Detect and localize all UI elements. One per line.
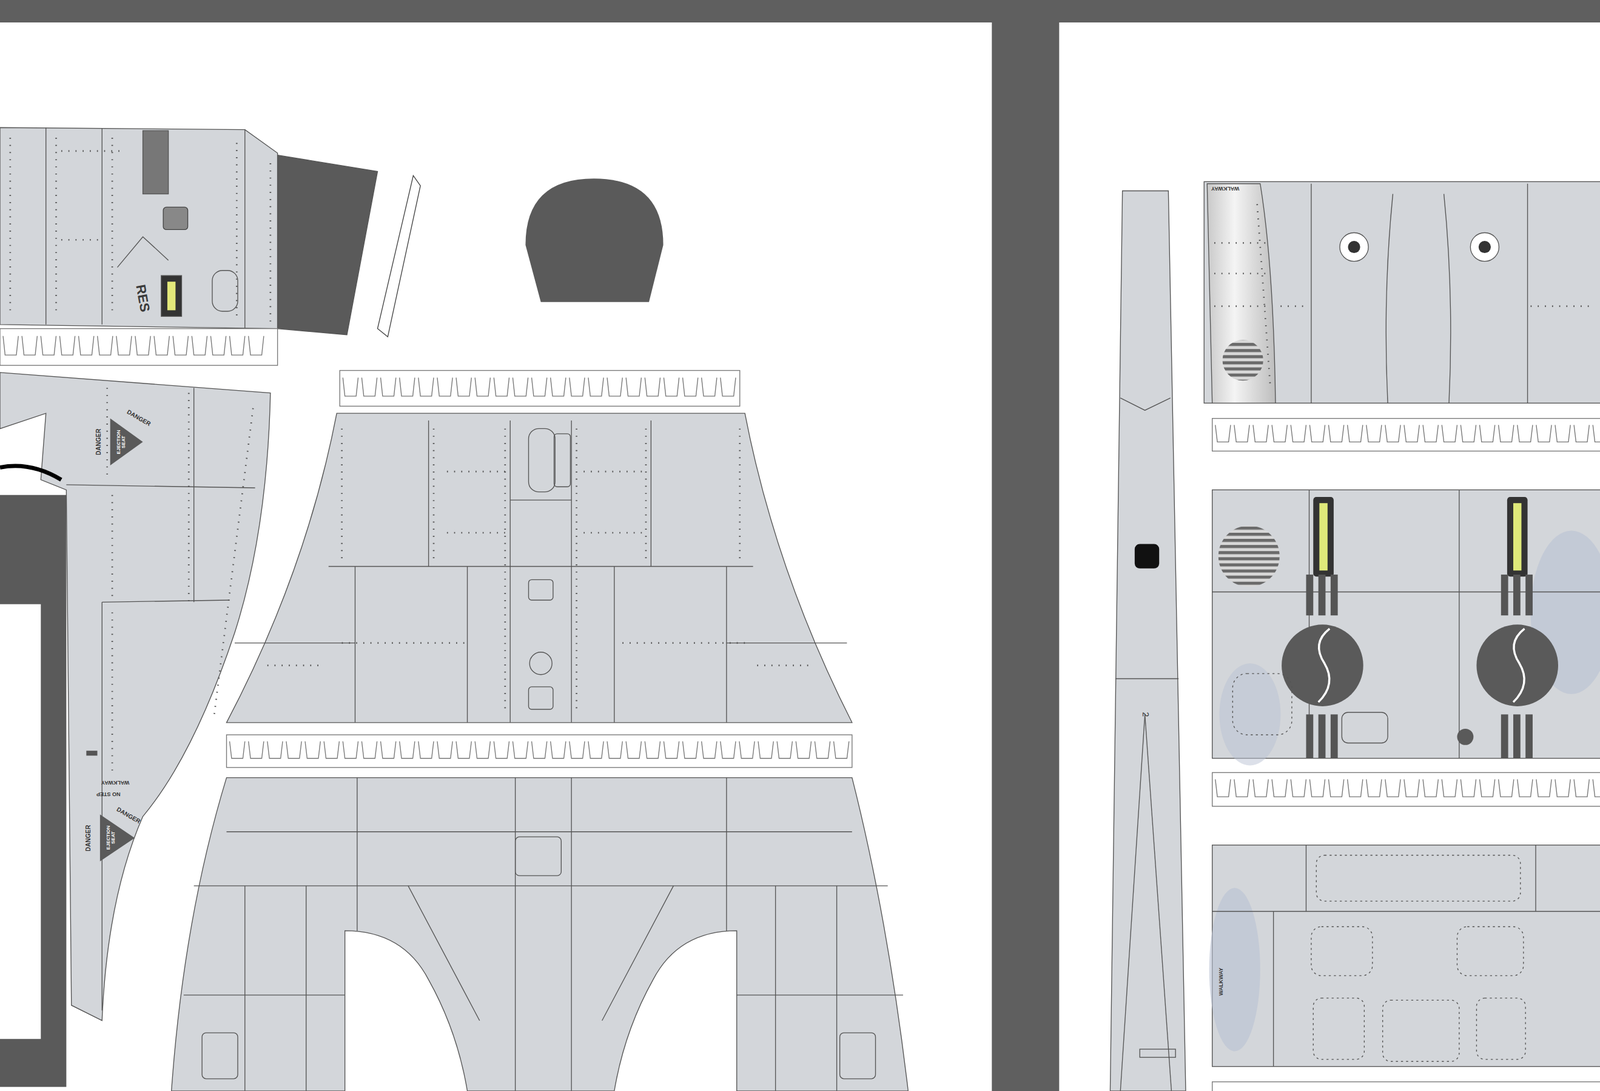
glue-tab — [1215, 424, 1600, 442]
glue-tab — [229, 741, 850, 759]
walkway-marking: WALKWAY — [1211, 185, 1240, 192]
glue-tab — [3, 336, 264, 355]
panel-number: 2 — [1141, 711, 1151, 717]
glue-tab-strip — [1212, 772, 1600, 807]
walkway-marking: WALKWAY — [101, 779, 130, 785]
glue-tab — [1215, 778, 1600, 797]
glue-tab-strip — [1212, 1081, 1600, 1091]
glue-tab-strip — [0, 328, 278, 366]
walkway-marking: WALKWAY — [1218, 967, 1224, 996]
glue-tab-strip — [1212, 418, 1600, 452]
glue-tab — [342, 377, 736, 397]
no-step-marking: NO STEP — [96, 790, 121, 797]
warning-text: EJECTION SEAT — [106, 824, 117, 851]
glue-tab-strip — [339, 370, 740, 407]
glue-tab-strip — [226, 734, 852, 768]
warning-text: DANGER — [95, 428, 103, 455]
warning-text: EJECTION SEAT — [116, 428, 127, 455]
warning-text: DANGER — [85, 824, 93, 851]
